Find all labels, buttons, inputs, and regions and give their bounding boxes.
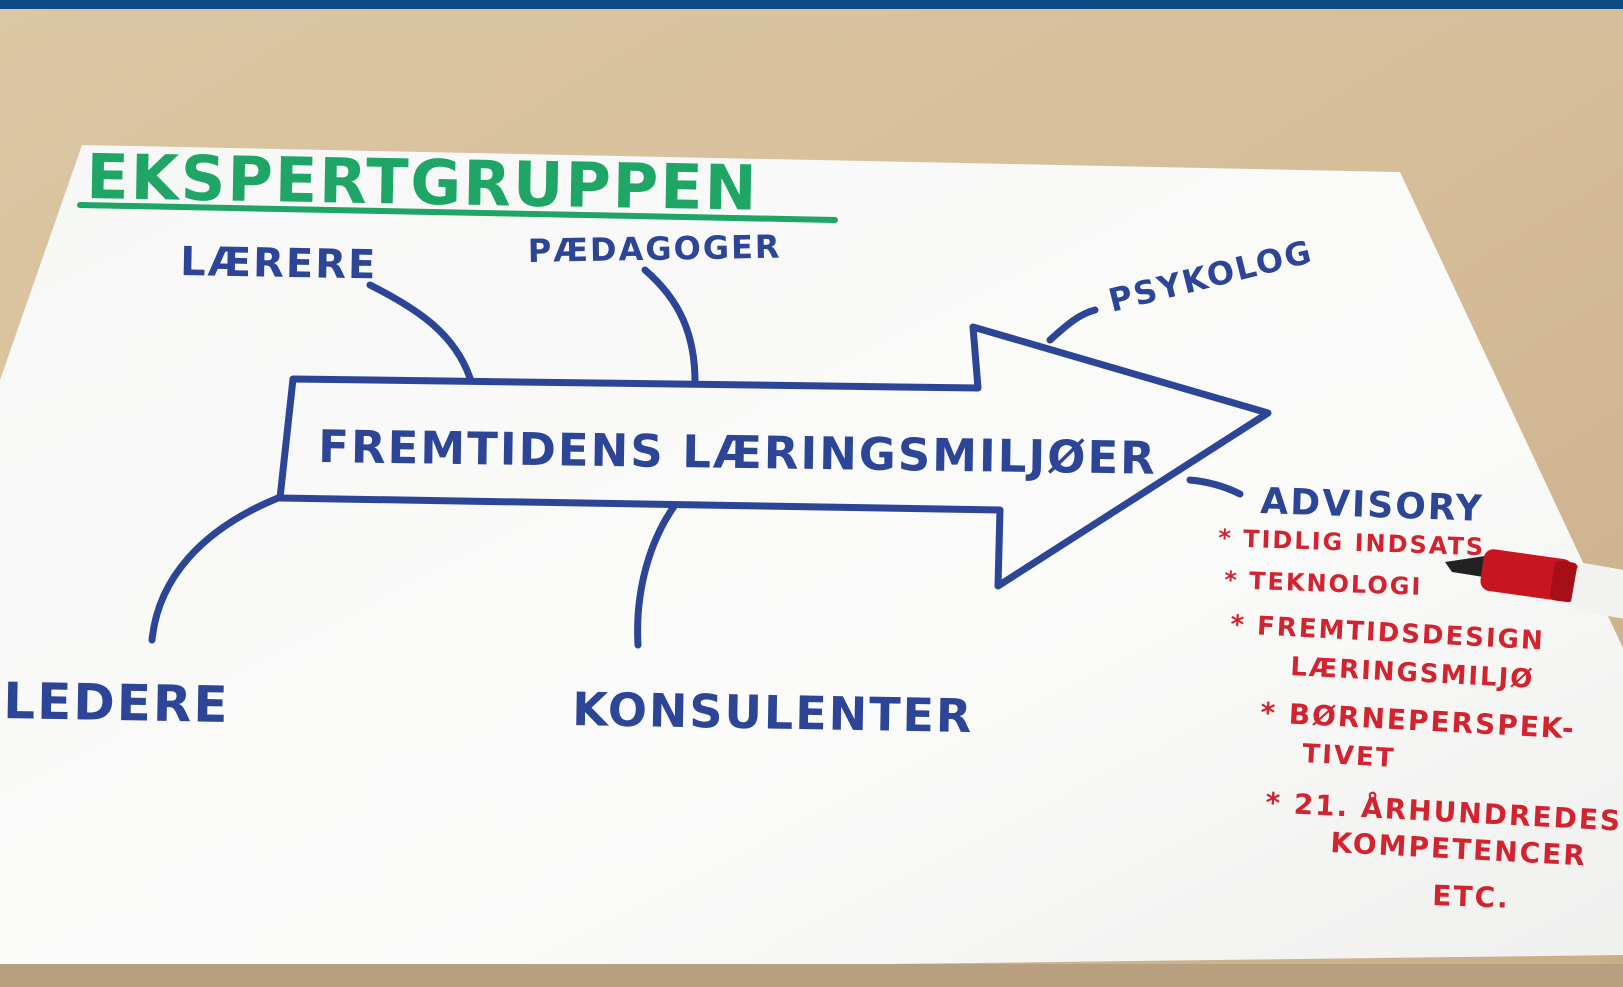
branch-line-laerere	[366, 281, 474, 382]
branch-line-konsulenter	[634, 501, 679, 649]
marker-tip	[1445, 556, 1490, 578]
paper-sheet	[0, 145, 1623, 975]
central-arrow	[276, 323, 1272, 590]
top-bar	[0, 0, 1623, 9]
branch-line-ledere	[148, 494, 282, 644]
branch-line-advisory	[1186, 476, 1244, 498]
marker-body	[1570, 563, 1623, 619]
advisory-item: * TEKNOLOGI	[1224, 566, 1423, 601]
label-paedagoger: PÆDAGOGER	[527, 228, 781, 270]
marker-cap	[1480, 549, 1573, 601]
advisory-item: ETC.	[1432, 879, 1511, 915]
arrow-label: FREMTIDENS LÆRINGSMILJØER	[318, 420, 1157, 485]
bottom-table-edge	[0, 964, 1623, 987]
label-laerere: LÆRERE	[180, 239, 378, 288]
advisory-item: TIVET	[1302, 739, 1396, 774]
branch-line-paedagoger	[641, 266, 699, 386]
title-underline	[77, 202, 838, 223]
marker-cap-ridge	[1550, 560, 1578, 603]
label-konsulenter: KONSULENTER	[572, 682, 974, 743]
label-advisory: ADVISORY	[1260, 481, 1485, 530]
red-marker-pen	[1445, 549, 1623, 619]
branch-line-psykolog	[1046, 306, 1099, 344]
label-ledere: LEDERE	[3, 672, 230, 734]
